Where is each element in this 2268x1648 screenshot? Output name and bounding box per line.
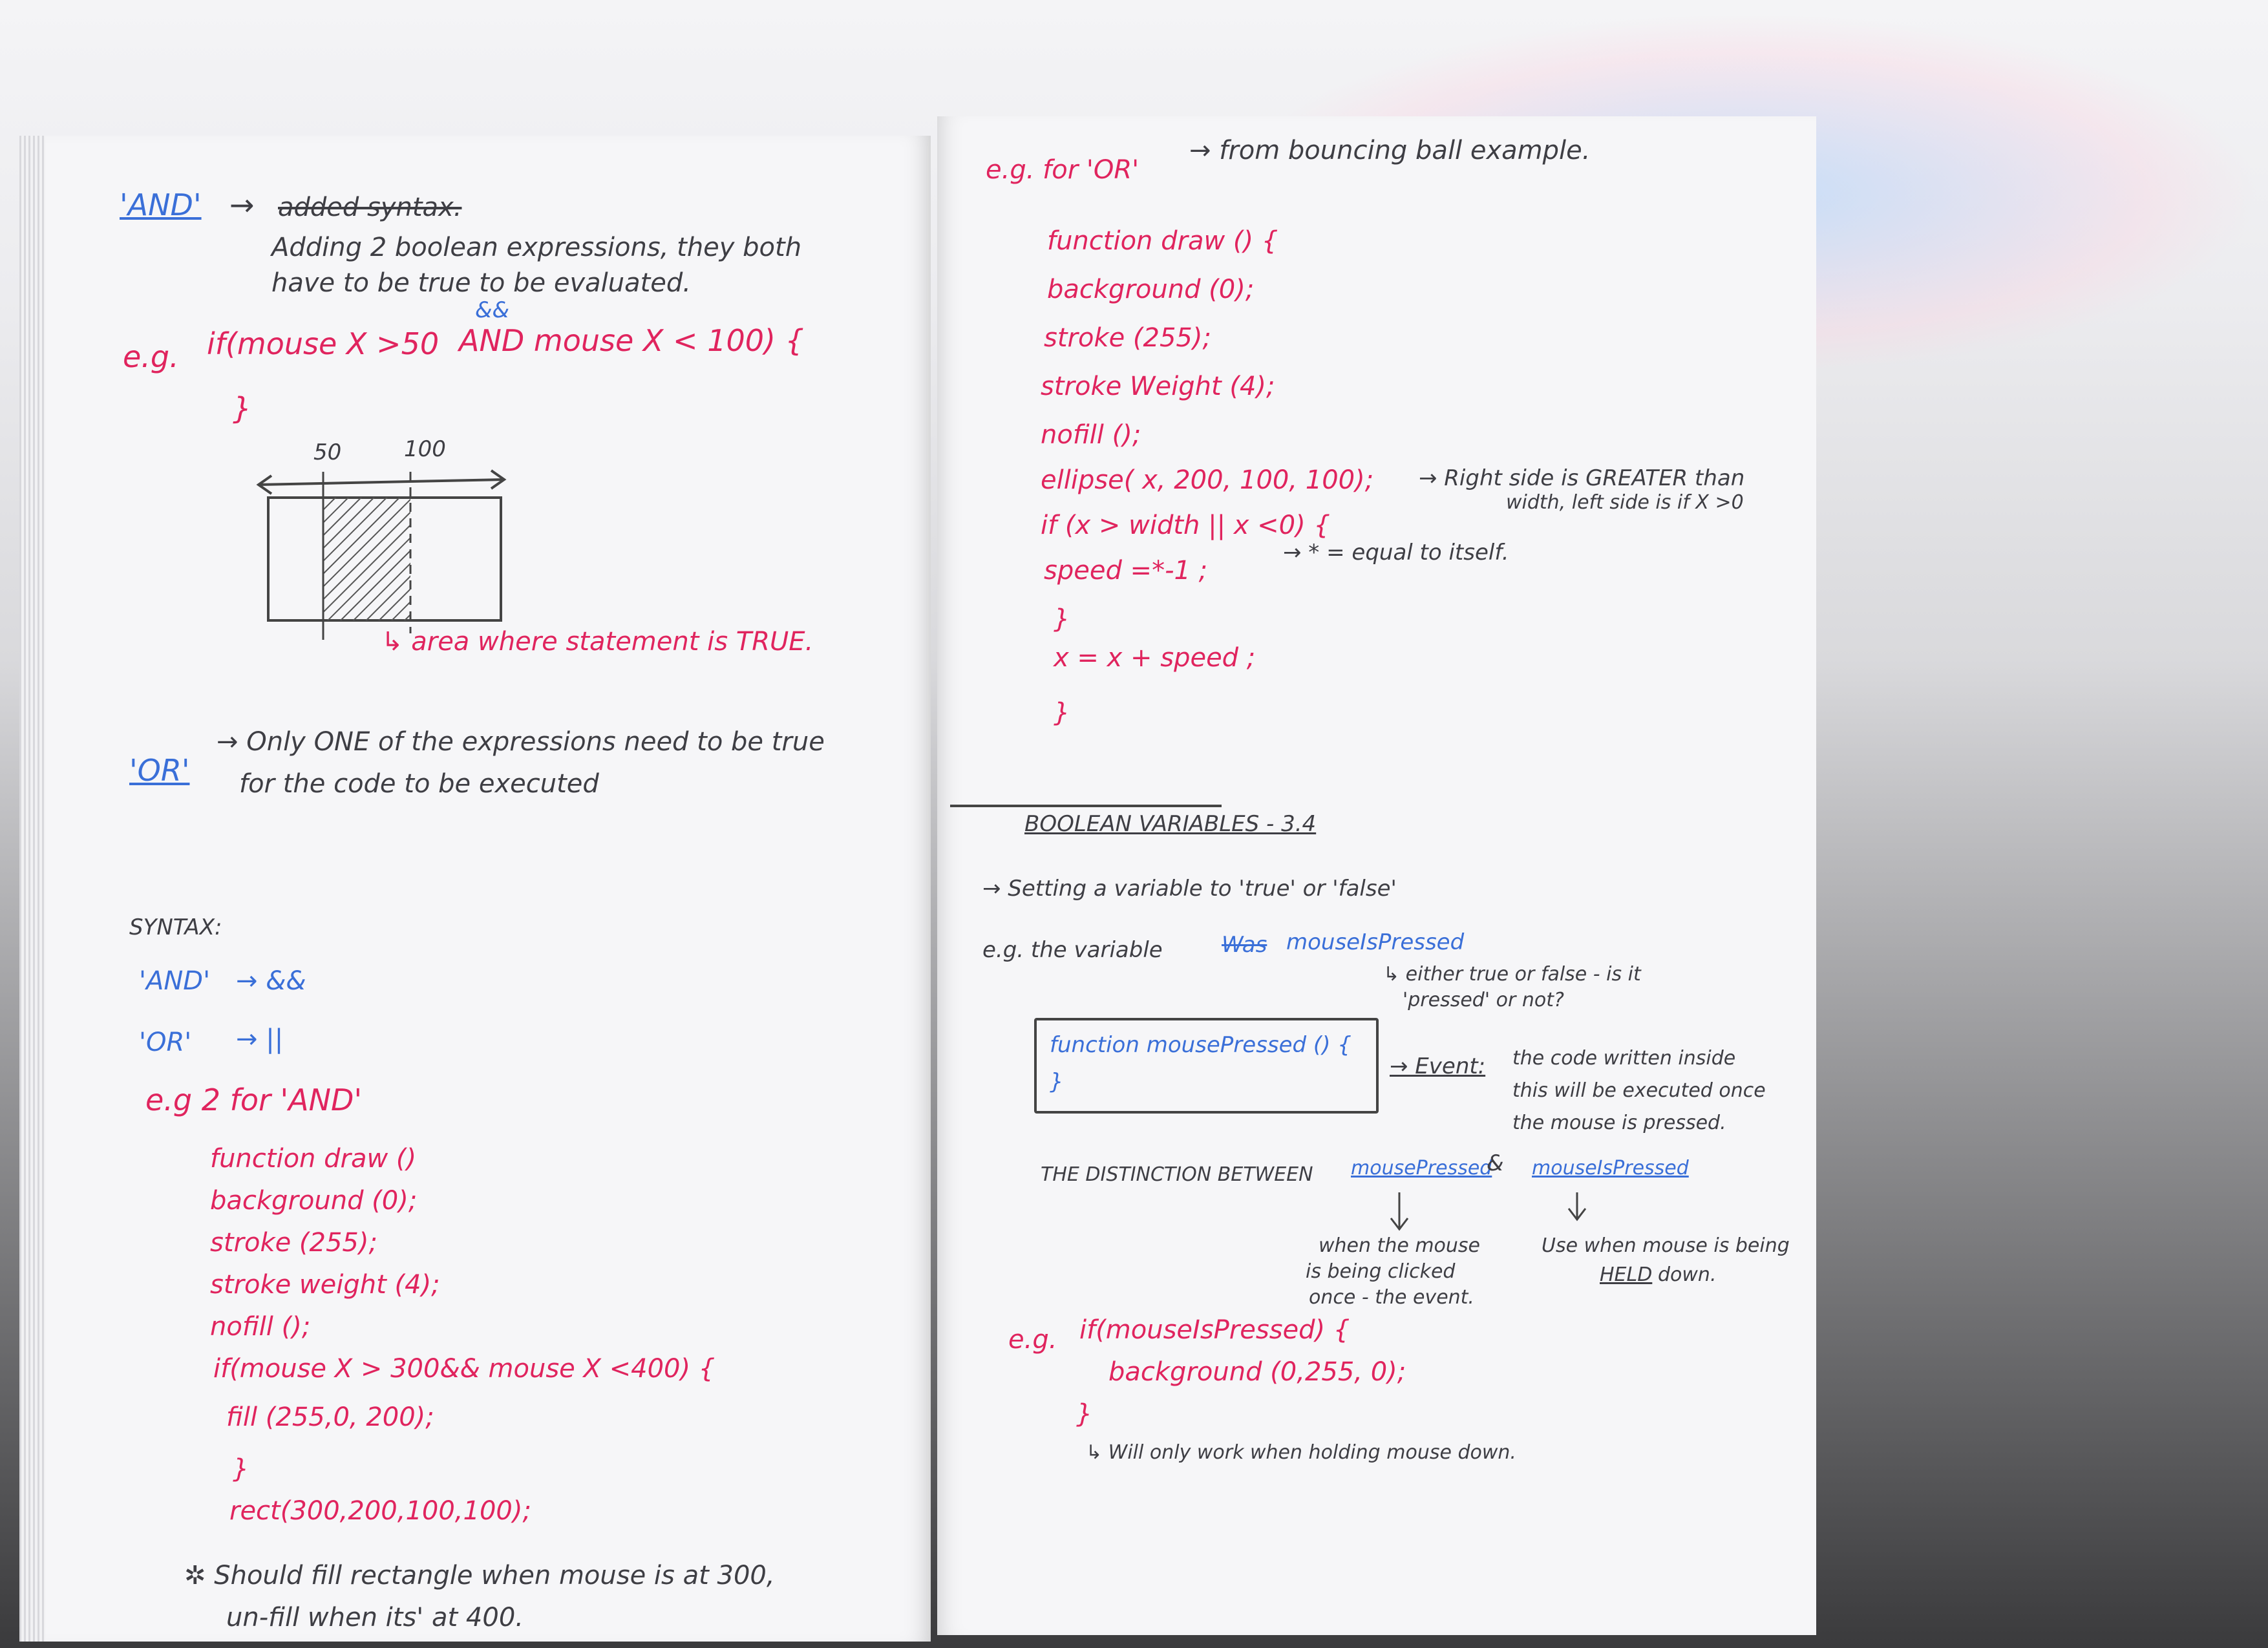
box-line1: function mousePressed () { <box>1050 1032 1351 1058</box>
final-eg-label: e.g. <box>1008 1325 1057 1355</box>
code3-line: speed =*-1 ; <box>1044 556 1208 586</box>
and-term: 'AND' <box>120 187 202 222</box>
code2-line: nofill (); <box>210 1312 311 1342</box>
syntax-or-value: → || <box>236 1024 284 1054</box>
and-description-line2: have to be true to be evaluated. <box>271 268 692 298</box>
either-note-line2: 'pressed' or not? <box>1403 989 1564 1011</box>
note-line1: ✲ Should fill rectangle when mouse is at… <box>184 1561 775 1590</box>
code3-line: } <box>1054 698 1070 728</box>
syntax-or-term: 'OR' <box>139 1028 192 1057</box>
code3-line: stroke (255); <box>1044 323 1211 353</box>
final-code-line: background (0,255, 0); <box>1108 1357 1406 1387</box>
arrow: → <box>229 187 255 222</box>
section-divider <box>950 805 1222 807</box>
code2-line: fill (255,0, 200); <box>226 1402 434 1432</box>
event-desc-line2: this will be executed once <box>1512 1079 1766 1102</box>
use-held: HELD <box>1600 1263 1653 1286</box>
code3-line: if (x > width || x <0) { <box>1041 511 1330 540</box>
final-code-line: if(mouseIsPressed) { <box>1079 1315 1350 1345</box>
code3-line: ellipse( x, 200, 100, 100); <box>1041 465 1374 495</box>
mouse-is-pressed-term: mouseIsPressed <box>1286 929 1465 955</box>
condition-note-line2: width, left side is if X >0 <box>1506 491 1744 514</box>
box-line2: } <box>1050 1069 1064 1095</box>
distinction-mousepressed: mousePressed <box>1351 1157 1492 1179</box>
code3-line: background (0); <box>1047 275 1255 304</box>
or-term: 'OR' <box>129 753 190 788</box>
page-edges <box>19 136 45 1642</box>
area-note: ↳ area where statement is TRUE. <box>381 627 814 657</box>
code1-amp: && <box>475 297 510 323</box>
when-line1: when the mouse <box>1319 1234 1481 1257</box>
fig-label-50: 50 <box>313 439 342 465</box>
distinction-arrows <box>1390 1192 1587 1231</box>
distinction-mouseispressed: mouseIsPressed <box>1532 1157 1689 1179</box>
code3-line: nofill (); <box>1041 420 1141 450</box>
final-code-line: } <box>1076 1399 1093 1429</box>
fig-label-100: 100 <box>404 436 446 462</box>
speed-note: → * = equal to itself. <box>1283 540 1509 565</box>
syntax-title: SYNTAX: <box>129 914 222 940</box>
or-description-line2: for the code to be executed <box>239 769 599 799</box>
example-2-heading: e.g 2 for 'AND' <box>145 1083 363 1117</box>
code2-line: } <box>233 1454 249 1484</box>
code2-line: function draw () <box>210 1144 417 1174</box>
struck-word: Was <box>1222 932 1267 958</box>
event-desc-line1: the code written inside <box>1512 1047 1736 1070</box>
eg-or-source: → from bouncing ball example. <box>1189 136 1591 165</box>
when-line3: once - the event. <box>1309 1286 1474 1309</box>
boolean-variables-heading: BOOLEAN VARIABLES - 3.4 <box>1024 811 1317 837</box>
eg-variable-text: e.g. the variable <box>982 937 1163 963</box>
code1-part-a: if(mouse X >50 <box>207 326 440 361</box>
range-diagram <box>256 469 507 640</box>
code2-line: stroke (255); <box>210 1228 377 1258</box>
left-notebook-page: 'AND' → added syntax. Adding 2 boolean e… <box>19 136 931 1642</box>
either-note-line1: ↳ either true or false - is it <box>1383 963 1641 986</box>
event-label: → Event: <box>1390 1053 1486 1079</box>
note-line2: un-fill when its' at 400. <box>226 1603 524 1632</box>
code2-line: stroke weight (4); <box>210 1270 440 1300</box>
code3-line: } <box>1054 604 1070 634</box>
and-description-line1: Adding 2 boolean expressions, they both <box>271 233 802 262</box>
condition-note-line1: → Right side is GREATER than <box>1419 465 1745 491</box>
mouse-pressed-box: function mousePressed () { } <box>1034 1018 1379 1114</box>
code1-part-b: AND mouse X < 100) { <box>459 323 804 358</box>
right-notebook-page: e.g. for 'OR' → from bouncing ball examp… <box>937 116 1816 1635</box>
syntax-and-term: 'AND' <box>139 966 211 996</box>
code2-line: background (0); <box>210 1186 418 1216</box>
code3-line: stroke Weight (4); <box>1041 372 1275 401</box>
syntax-and-value: → && <box>236 966 306 996</box>
final-note: ↳ Will only work when holding mouse down… <box>1086 1441 1516 1464</box>
code1-close: } <box>233 391 252 426</box>
eg-label: e.g. <box>123 339 179 374</box>
code2-line: rect(300,200,100,100); <box>229 1496 531 1526</box>
when-line2: is being clicked <box>1306 1260 1456 1283</box>
use-down: down. <box>1658 1263 1717 1286</box>
distinction-text: THE DISTINCTION BETWEEN <box>1041 1163 1313 1186</box>
code2-line: if(mouse X > 300&& mouse X <400) { <box>213 1354 715 1384</box>
eg-or-heading: e.g. for 'OR' <box>986 155 1139 185</box>
code3-line: function draw () { <box>1047 226 1278 256</box>
or-description-line1: → Only ONE of the expressions need to be… <box>217 727 825 757</box>
event-desc-line3: the mouse is pressed. <box>1512 1112 1726 1134</box>
crossed-out-text: added syntax. <box>278 193 462 222</box>
code3-line: x = x + speed ; <box>1054 643 1256 673</box>
distinction-ampersand: & <box>1487 1150 1504 1176</box>
setting-variable-line: → Setting a variable to 'true' or 'false… <box>982 876 1397 902</box>
use-line1: Use when mouse is being <box>1542 1234 1790 1257</box>
